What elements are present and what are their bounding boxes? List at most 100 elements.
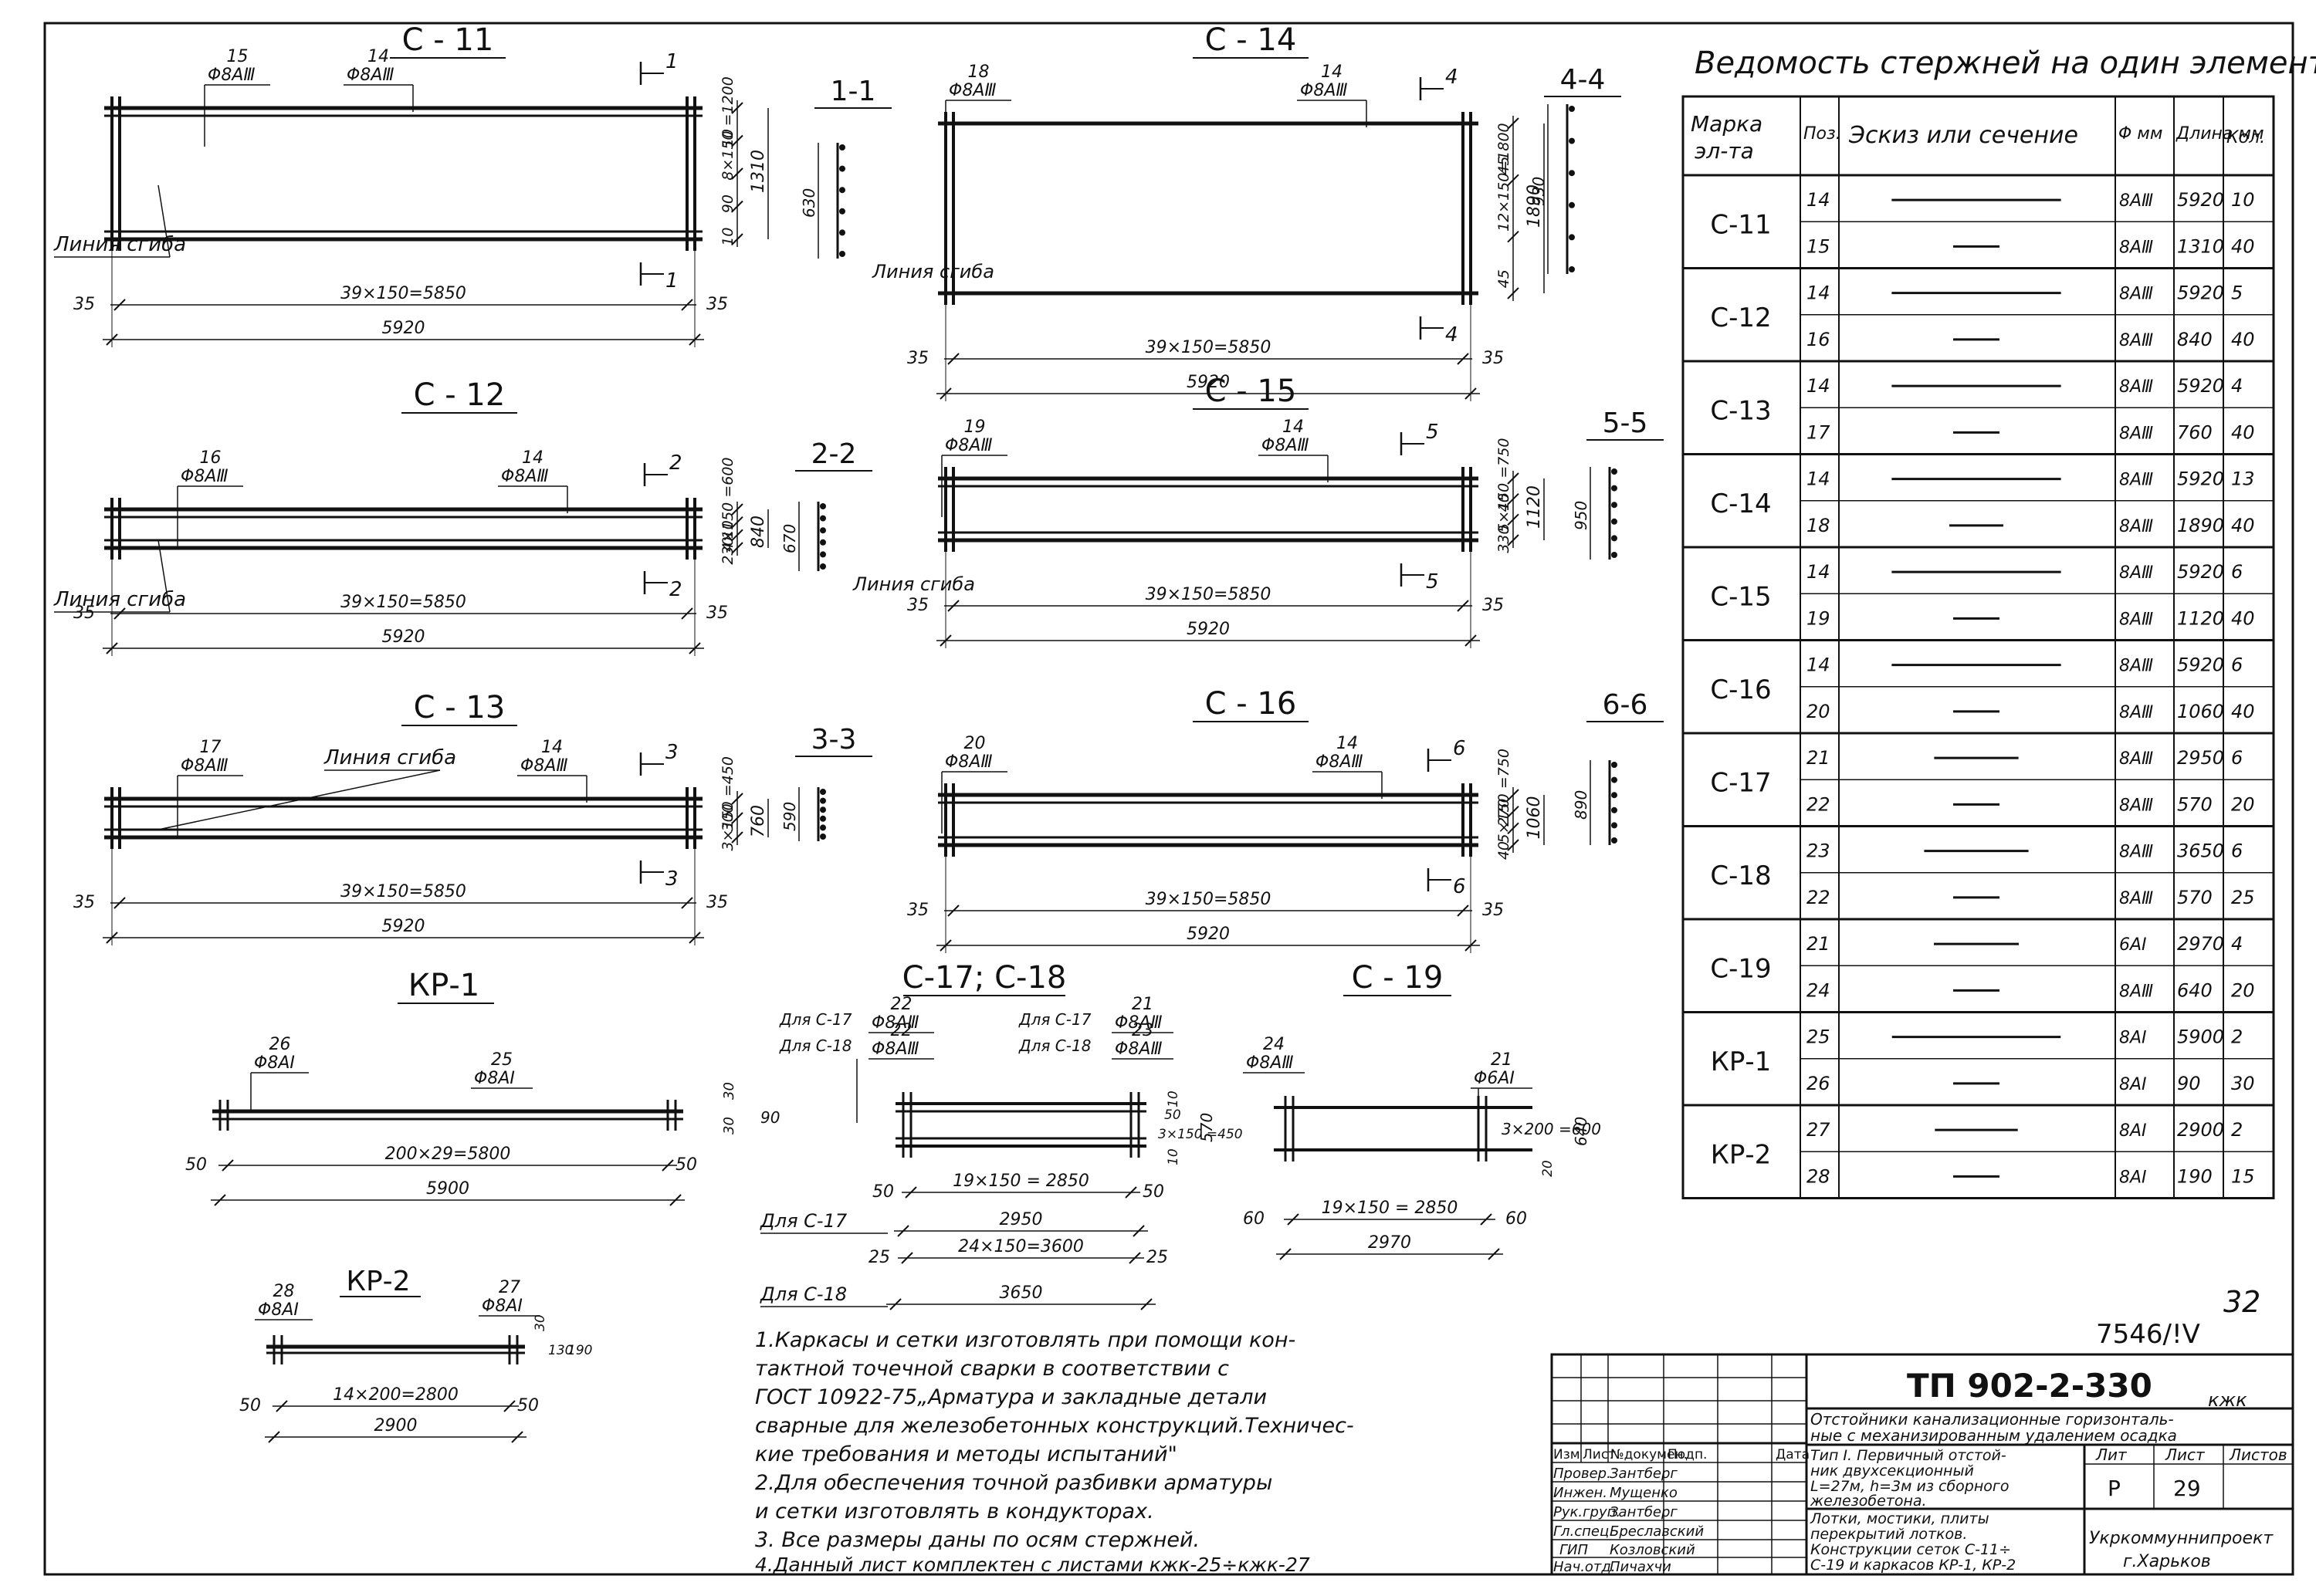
dim-tick: [1133, 1225, 1145, 1237]
schedule-len-10-0: 2900: [2177, 1119, 2224, 1141]
sheet-value: 29: [2173, 1476, 2201, 1501]
c16-height-total: 1060: [1525, 796, 1544, 840]
dim-tick: [1507, 513, 1519, 526]
section-dot-4-5: [820, 834, 826, 840]
dim-tick: [113, 607, 126, 620]
section-dot-0-4: [839, 229, 845, 236]
c17-18-vdim-2: 3×150 =450: [1158, 1127, 1243, 1142]
c19-leader-left-dia: Φ8АⅢ: [1246, 1053, 1294, 1073]
c11-leader-right-dia: Φ8АⅢ: [347, 66, 394, 85]
c17-len-label: Для С-17: [760, 1210, 848, 1232]
role-5: ГИП: [1559, 1542, 1588, 1558]
section-dot-3-4: [1611, 535, 1617, 542]
schedule-dia-8-0: 6АI: [2119, 935, 2147, 955]
schedule-qty-5-1: 40: [2231, 701, 2255, 722]
schedule-dia-3-0: 8АⅢ: [2119, 471, 2153, 490]
c12-leader-right-pos: 14: [522, 448, 543, 468]
c14-leader-right-pos: 14: [1321, 63, 1343, 82]
schedule-dia-3-1: 8АⅢ: [2119, 517, 2153, 536]
schedule-dia-1-0: 8АⅢ: [2119, 285, 2153, 304]
section-title-0: 1-1: [831, 76, 876, 107]
c16-end-dim-left: 35: [907, 901, 929, 920]
dim-tick: [731, 200, 743, 213]
person-3: Зантберг: [1610, 1504, 1678, 1520]
section-dot-0-3: [839, 208, 845, 215]
schedule-pos-10-1: 28: [1806, 1165, 1830, 1187]
schedule-pos-2-1: 17: [1806, 421, 1830, 443]
section-dot-5-3: [1611, 806, 1617, 813]
role-2: Инжен.: [1553, 1485, 1607, 1501]
sheets-header: Листов: [2229, 1446, 2287, 1464]
section-dot-1-3: [1569, 201, 1575, 208]
schedule-dia-4-0: 8АⅢ: [2119, 563, 2153, 583]
c13-section-label-bot: 3: [665, 867, 679, 891]
note-line-9: 4.Данный лист комплектен с листами кжк-2…: [755, 1554, 1310, 1576]
section-dot-3-3: [1611, 518, 1617, 525]
c16-leader-right-pos: 14: [1336, 734, 1358, 753]
schedule-pos-2-0: 14: [1806, 375, 1830, 397]
schedule-pos-9-0: 25: [1806, 1026, 1830, 1048]
c15-span-dim: 39×150=5850: [1146, 585, 1271, 604]
schedule-qty-6-1: 20: [2231, 793, 2255, 815]
dim-tick: [731, 542, 743, 554]
c14-end-dim-left: 35: [907, 349, 929, 368]
c15-section-label-top: 5: [1426, 421, 1439, 444]
c15-leader-left-dia: Φ8АⅢ: [945, 436, 993, 455]
c15-section-label-bot: 5: [1426, 570, 1439, 593]
schedule-dia-5-1: 8АⅢ: [2119, 703, 2153, 722]
schedule-len-0-0: 5920: [2177, 189, 2224, 211]
c18-for-left: Для С-18: [779, 1036, 852, 1055]
schedule-qty-0-1: 40: [2231, 235, 2255, 257]
dim-tick: [731, 529, 743, 542]
c14-section-label-bot: 4: [1445, 323, 1458, 347]
schedule-pos-4-1: 19: [1806, 607, 1830, 629]
schedule-qty-3-0: 13: [2231, 468, 2255, 490]
c12-section-label-bot: 2: [669, 578, 682, 601]
col-header-sign: Подп.: [1668, 1447, 1707, 1462]
note-line-6: 2.Для обеспечения точной разбивки армату…: [755, 1471, 1272, 1495]
person-2: Мущенко: [1610, 1485, 1678, 1501]
c17-18-title: С-17; С-18: [902, 960, 1067, 996]
c16-vdim-2: 40: [1495, 841, 1512, 860]
section-dot-5-4: [1611, 822, 1617, 829]
c11-section-label-top: 1: [665, 50, 679, 73]
note-line-5: кие требования и методы испытаний": [755, 1442, 1177, 1466]
schedule-qty-8-1: 20: [2231, 979, 2255, 1001]
dim-tick: [947, 600, 960, 612]
schedule-qty-7-1: 25: [2231, 887, 2255, 908]
person-1: Зантберг: [1610, 1466, 1678, 1482]
c12-vdim-2: 230: [720, 536, 736, 564]
person-5: Козловский: [1610, 1542, 1695, 1558]
note-line-7: и сетки изготовлять в кондукторах.: [755, 1500, 1154, 1523]
c11-title: С - 11: [402, 22, 494, 58]
c12-leader-left-pos: 16: [200, 448, 222, 468]
c16-total-dim: 5920: [1187, 925, 1230, 944]
c17-leader-right-dia: Φ8АⅢ: [1115, 1013, 1163, 1033]
dim-tick: [1457, 600, 1469, 612]
c13-leader-right-pos: 14: [541, 738, 563, 757]
schedule-qty-2-0: 4: [2231, 375, 2243, 397]
schedule-mark-8: С-19: [1710, 953, 1771, 984]
schedule-len-2-0: 5920: [2177, 375, 2224, 397]
section-dot-1-5: [1569, 266, 1575, 272]
schedule-qty-5-0: 6: [2231, 654, 2243, 676]
schedule-pos-5-1: 20: [1806, 701, 1830, 722]
section-title-4: 3-3: [811, 724, 857, 756]
object-line-4: железобетона.: [1810, 1493, 1927, 1510]
c15-vdim-1: 5×150 =750: [1495, 438, 1512, 533]
c15-height-total: 1120: [1525, 485, 1544, 529]
schedule-mark-3: С-14: [1710, 489, 1771, 519]
stage-header: Лит: [2095, 1446, 2128, 1464]
c15-leader-right-dia: Φ8АⅢ: [1261, 436, 1309, 455]
project-line-2: ные с механизированным удалением осадка: [1810, 1426, 2177, 1445]
dim-tick: [905, 1186, 917, 1199]
c14-span-dim: 39×150=5850: [1146, 338, 1271, 357]
kr1-vdim-1: 30: [721, 1117, 737, 1134]
schedule-len-4-1: 1120: [2177, 607, 2224, 629]
kr1-end-dim-left: 50: [185, 1155, 207, 1175]
schedule-qty-10-0: 2: [2231, 1119, 2243, 1141]
